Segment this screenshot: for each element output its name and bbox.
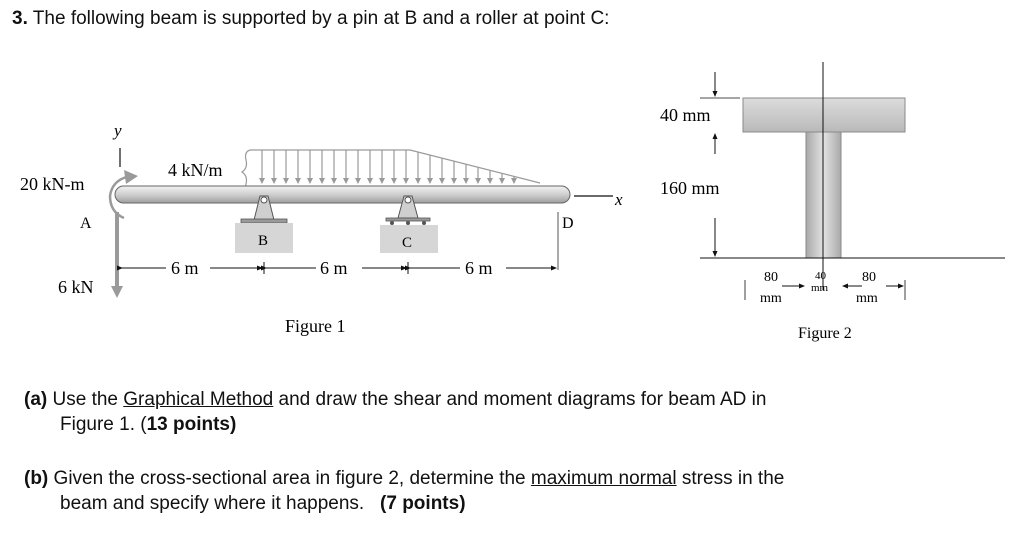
part-b-label: (b) [24, 468, 49, 489]
load-arrowhead [283, 178, 289, 184]
moment-label: 20 kN-m [20, 174, 85, 194]
load-label: 4 kN/m [168, 160, 223, 180]
pin-support-b: B [235, 195, 293, 253]
load-arrowhead [391, 178, 397, 184]
part-a-text-before: Use the [52, 389, 118, 410]
part-a-label: (a) [24, 389, 48, 410]
load-arrows [259, 150, 517, 184]
load-arrowhead [295, 178, 301, 184]
figure2-caption: Figure 2 [798, 325, 852, 342]
point-b-label: B [258, 233, 268, 249]
span-dimensions [117, 262, 557, 274]
force-label: 6 kN [58, 277, 94, 297]
point-a-label: A [80, 215, 92, 232]
load-arrowhead [451, 178, 457, 184]
x-axis-label: x [614, 190, 623, 209]
part-a-line2: Figure 1. (13 points) [24, 412, 984, 437]
load-arrowhead [463, 178, 469, 184]
load-arrowhead [307, 178, 313, 184]
part-b-text-before: Given the cross-sectional area in figure… [53, 468, 526, 489]
span-cd-label: 6 m [465, 258, 493, 278]
load-arrowhead [319, 178, 325, 184]
web-width-unit: mm [811, 282, 829, 294]
t-section-flange [742, 97, 906, 133]
load-arrowhead [271, 178, 277, 184]
left-overhang-unit: mm [760, 291, 782, 306]
part-b-line2: beam and specify where it happens. (7 po… [24, 491, 984, 516]
question-heading: 3. The following beam is supported by a … [12, 8, 609, 30]
question-number: 3. [12, 8, 28, 29]
load-arrowhead [343, 178, 349, 184]
part-a: (a) Use the Graphical Method and draw th… [24, 387, 984, 437]
web-width-value: 40 [815, 270, 827, 282]
part-b-text-line2: beam and specify where it happens. [60, 493, 365, 514]
figure2: 40 mm 160 mm 80 mm 40 mm 80 mm Figure 2 [660, 62, 1005, 342]
point-d-label: D [562, 215, 574, 232]
beam [114, 185, 571, 204]
load-arrowhead [439, 178, 445, 184]
part-b: (b) Given the cross-sectional area in fi… [24, 466, 984, 516]
y-axis-label: y [112, 121, 122, 140]
distributed-load [240, 149, 541, 195]
part-b-text-after: stress in the [681, 468, 785, 489]
load-arrowhead [427, 178, 433, 184]
load-arrowhead [355, 178, 361, 184]
part-a-text-after: and draw the shear and moment diagrams f… [278, 389, 767, 410]
figures-canvas: y 4 kN/m 20 kN-m x A 6 kN B [20, 62, 1005, 342]
right-overhang-unit: mm [856, 291, 878, 306]
load-arrowhead [499, 178, 505, 184]
question-text: The following beam is supported by a pin… [32, 8, 610, 29]
figure1: y 4 kN/m 20 kN-m x A 6 kN B [20, 121, 623, 336]
flange-thickness-label: 40 mm [660, 105, 711, 125]
span-ab-label: 6 m [171, 258, 199, 278]
part-b-points: (7 points) [380, 493, 466, 514]
load-arrowhead [487, 178, 493, 184]
load-arrowhead [415, 178, 421, 184]
part-a-method-link: Graphical Method [123, 389, 274, 410]
part-b-stress-link: maximum normal [530, 468, 677, 489]
figure1-caption: Figure 1 [285, 316, 346, 336]
load-arrowhead [475, 178, 481, 184]
web-height-label: 160 mm [660, 178, 720, 198]
load-arrowhead [379, 178, 385, 184]
force-6kn-arrowhead [111, 286, 123, 298]
point-c-label: C [402, 235, 412, 251]
part-a-text-line2: Figure 1. ( [60, 414, 147, 435]
span-bc-label: 6 m [320, 258, 348, 278]
right-overhang-value: 80 [862, 270, 876, 285]
part-a-points: 13 points) [146, 414, 237, 435]
load-arrowhead [331, 178, 337, 184]
load-arrowhead [511, 178, 517, 184]
left-overhang-value: 80 [764, 270, 778, 285]
moment-arrowhead [124, 170, 138, 184]
load-arrowhead [403, 178, 409, 184]
load-arrowhead [259, 178, 265, 184]
load-arrowhead [367, 178, 373, 184]
roller-support-c: C [380, 195, 438, 253]
